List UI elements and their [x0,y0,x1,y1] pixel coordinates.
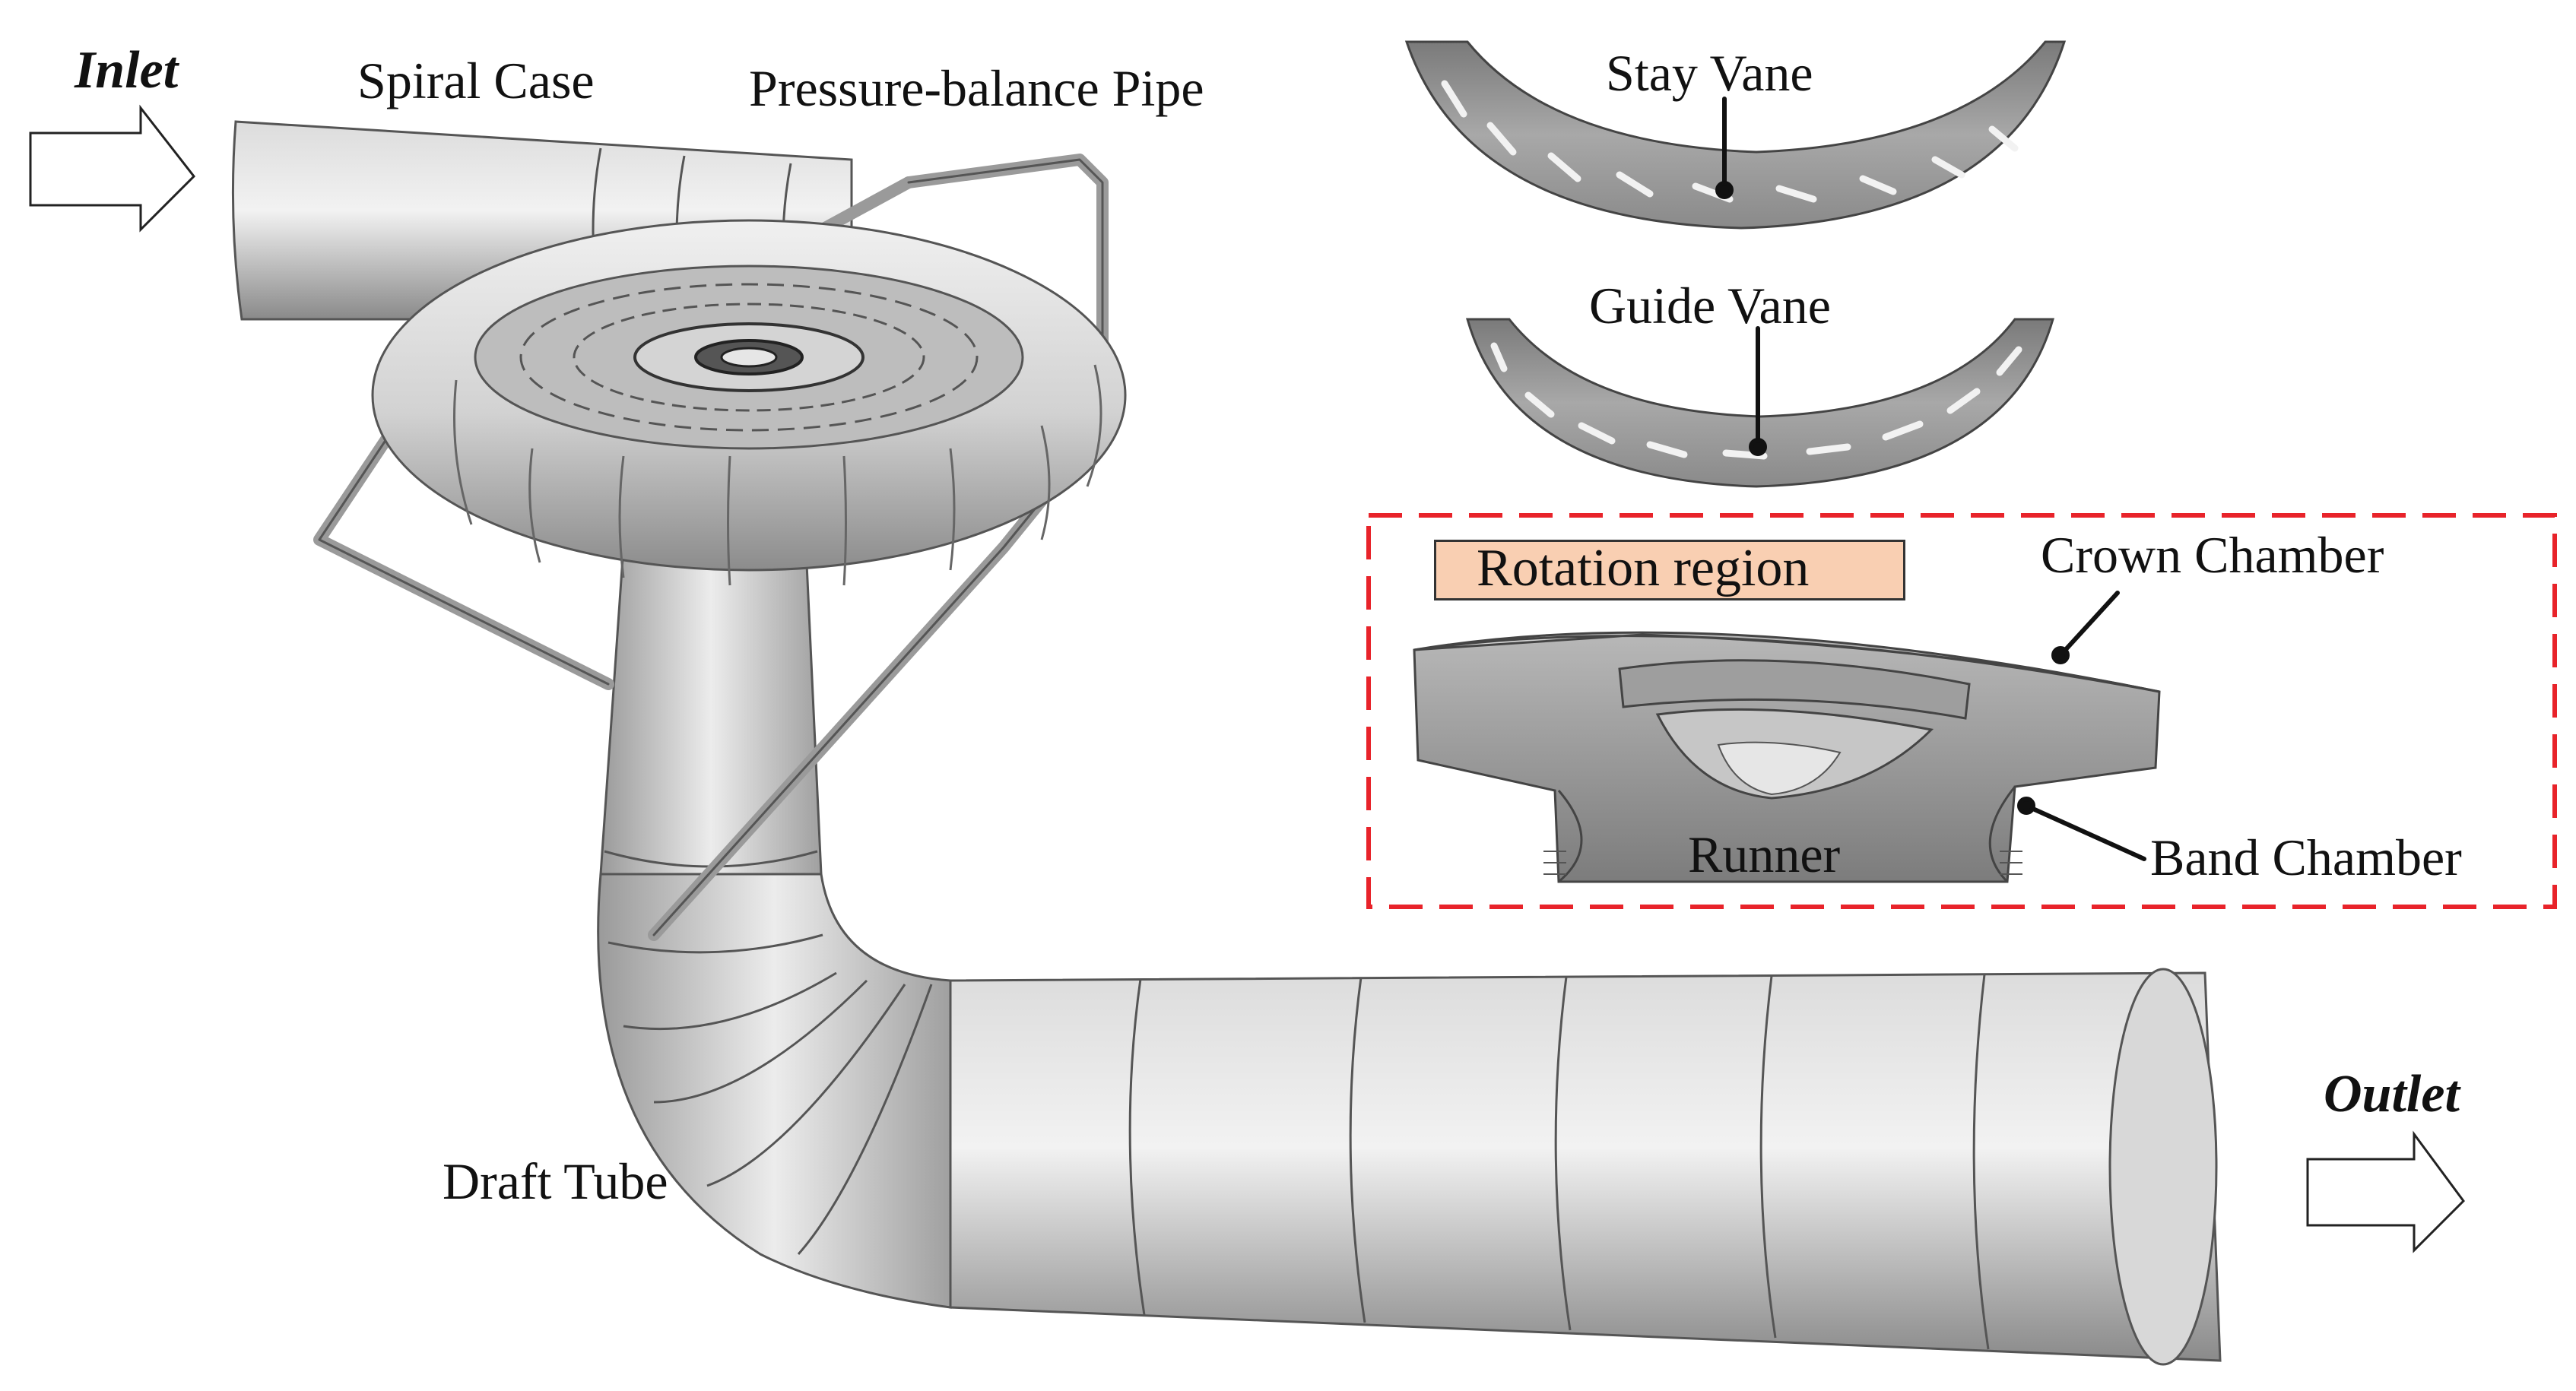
stay-vane-label: Stay Vane [1606,44,1813,102]
band-chamber-leader [2024,803,2146,861]
outlet-label: Outlet [2324,1065,2460,1123]
draft-tube-label: Draft Tube [443,1152,668,1210]
rotation-region-label: Rotation region [1477,539,1810,597]
pressure-balance-pipe-label: Pressure-balance Pipe [749,59,1204,117]
band-chamber-label: Band Chamber [2150,829,2462,886]
draft-tube-elbow [597,873,952,1309]
crown-chamber-leader [2058,591,2120,657]
draft-tube-horizontal [949,968,2222,1366]
inlet-label: Inlet [75,41,179,100]
rotation-region-badge [1434,540,1905,600]
inlet-arrow-icon [29,104,195,233]
guide-vane-leader-dot [1749,438,1767,456]
guide-vane-label: Guide Vane [1589,277,1831,334]
stay-vane-leader-dot [1715,181,1734,199]
crown-chamber-leader-dot [2051,646,2070,664]
crown-chamber-label: Crown Chamber [2041,526,2384,584]
rotation-region-boundary [1366,513,2557,909]
runner-shape [1413,631,2161,883]
runner-label: Runner [1688,825,1841,883]
spiral-case-shape [371,219,1127,586]
outlet-arrow-icon [2306,1130,2465,1253]
stay-vane-shape [1404,40,2067,230]
outlet-face [2108,968,2218,1366]
spiral-case-label: Spiral Case [357,52,595,109]
guide-vane-shape [1466,318,2054,488]
band-chamber-leader-dot [2017,797,2035,815]
draft-tube-cone [599,546,823,876]
